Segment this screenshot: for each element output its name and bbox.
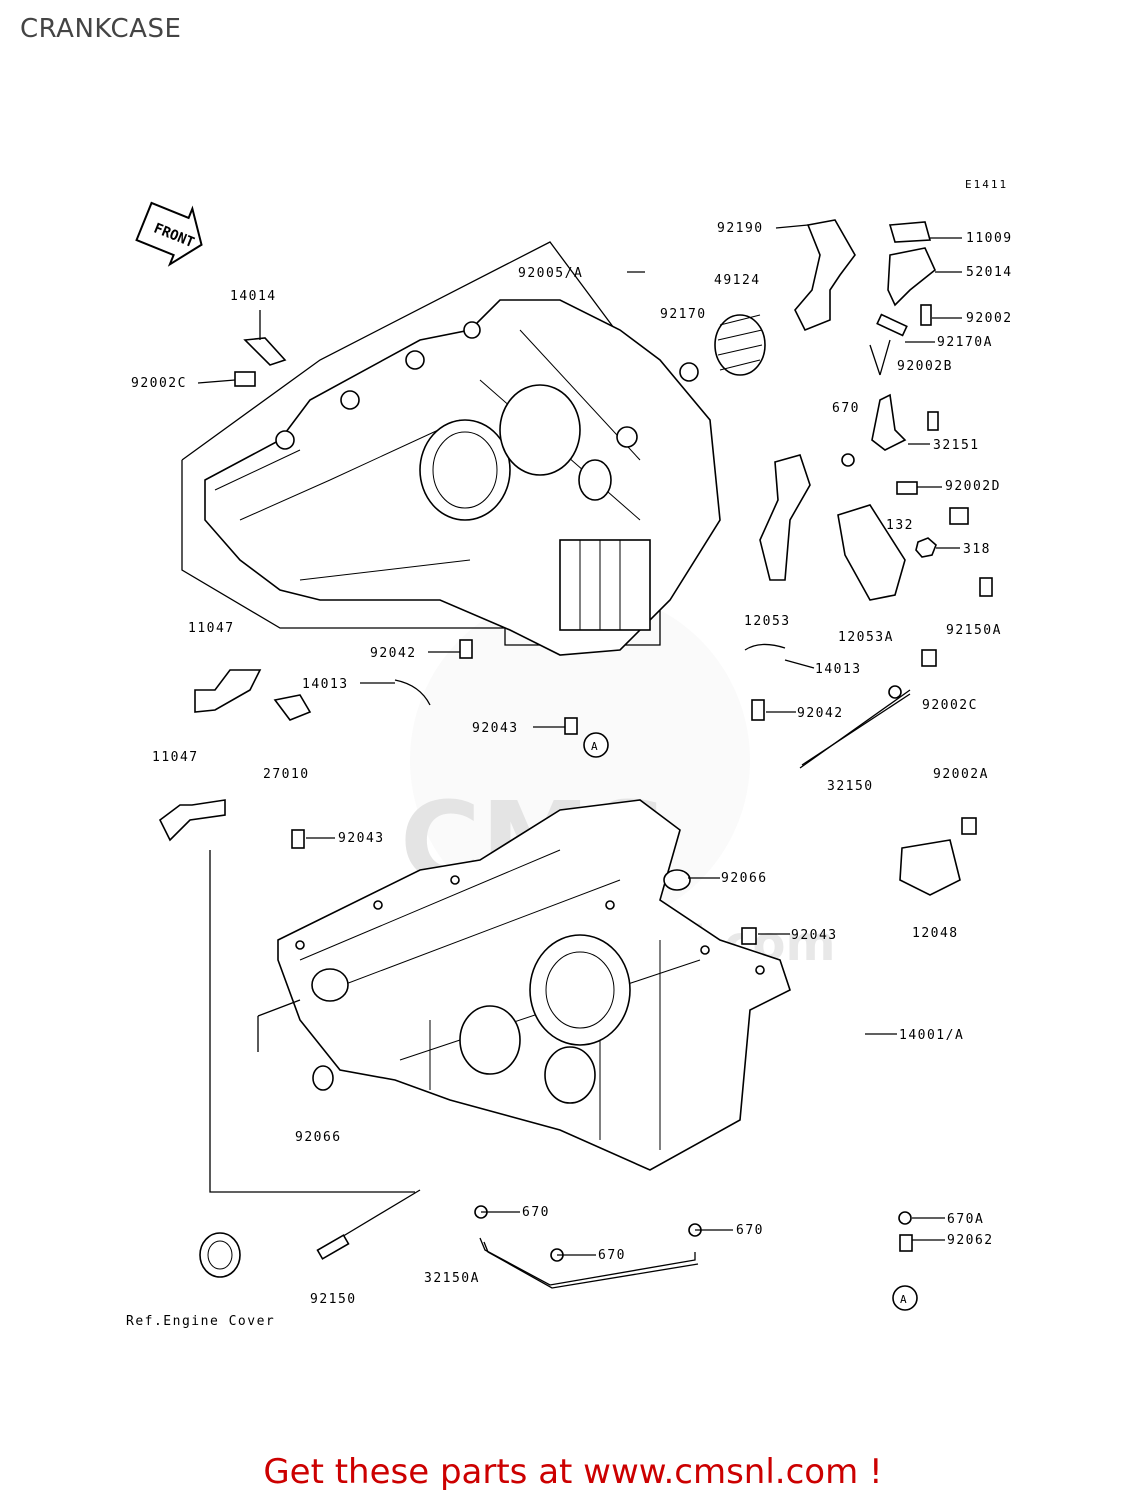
front-arrow-icon: FRONT — [135, 201, 203, 267]
part-label[interactable]: 92043 — [338, 831, 385, 846]
part-label[interactable]: 14014 — [230, 289, 277, 304]
marker-a-label: A — [900, 1293, 909, 1306]
part-label[interactable]: 11009 — [966, 231, 1013, 246]
marker-a-icon: A — [892, 1285, 918, 1311]
part-label[interactable]: 92043 — [472, 721, 519, 736]
part-label[interactable]: 670 — [598, 1248, 626, 1263]
part-label[interactable]: 92002C — [131, 376, 187, 391]
part-label[interactable]: 14013 — [302, 677, 349, 692]
part-label[interactable]: 670 — [522, 1205, 550, 1220]
oil-pipe — [474, 1205, 913, 1289]
part-label[interactable]: 92062 — [947, 1233, 994, 1248]
part-label[interactable]: 92002C — [922, 698, 978, 713]
part-label[interactable]: 132 — [886, 518, 914, 533]
part-label[interactable]: 27010 — [263, 767, 310, 782]
lower-crankcase — [209, 799, 791, 1193]
part-label[interactable]: 12053 — [744, 614, 791, 629]
part-label[interactable]: 92066 — [721, 871, 768, 886]
marker-a-label: A — [591, 740, 600, 753]
part-label[interactable]: 92002 — [966, 311, 1013, 326]
part-label[interactable]: 92002D — [945, 479, 1001, 494]
part-label[interactable]: 92002A — [933, 767, 989, 782]
ref-note: Ref.Engine Cover — [126, 1314, 275, 1329]
part-label[interactable]: 49124 — [714, 273, 761, 288]
part-label[interactable]: 14013 — [815, 662, 862, 677]
part-label[interactable]: 92170A — [937, 335, 993, 350]
part-label[interactable]: 52014 — [966, 265, 1013, 280]
part-label[interactable]: 92066 — [295, 1130, 342, 1145]
marker-a-icon: A — [583, 732, 609, 758]
part-label[interactable]: 318 — [963, 542, 991, 557]
part-label[interactable]: 12053A — [838, 630, 894, 645]
part-label[interactable]: 92042 — [370, 646, 417, 661]
part-label[interactable]: 92150A — [946, 623, 1002, 638]
part-label[interactable]: 92150 — [310, 1292, 357, 1307]
part-label[interactable]: 92042 — [797, 706, 844, 721]
left-side-parts — [158, 337, 431, 1278]
part-label[interactable]: 11047 — [188, 621, 235, 636]
part-label[interactable]: 670 — [832, 401, 860, 416]
upper-crankcase — [181, 241, 721, 656]
part-label[interactable]: 14001/A — [899, 1028, 964, 1043]
part-label[interactable]: 92170 — [660, 307, 707, 322]
part-label[interactable]: 670 — [736, 1223, 764, 1238]
part-label[interactable]: 32150A — [424, 1271, 480, 1286]
part-label[interactable]: 92005/A — [518, 266, 583, 281]
part-label[interactable]: 32151 — [933, 438, 980, 453]
page-title: CRANKCASE — [20, 14, 182, 44]
part-label[interactable]: 670A — [947, 1212, 984, 1227]
part-label[interactable]: 92043 — [791, 928, 838, 943]
part-label[interactable]: 11047 — [152, 750, 199, 765]
footer-link[interactable]: Get these parts at www.cmsnl.com ! — [263, 1452, 883, 1492]
part-label[interactable]: 92002B — [897, 359, 953, 374]
right-side-parts — [291, 219, 993, 945]
part-label[interactable]: 92190 — [717, 221, 764, 236]
diagram-code: E1411 — [965, 178, 1008, 191]
part-label[interactable]: 32150 — [827, 779, 874, 794]
leader-lines — [197, 224, 962, 1256]
part-label[interactable]: 12048 — [912, 926, 959, 941]
